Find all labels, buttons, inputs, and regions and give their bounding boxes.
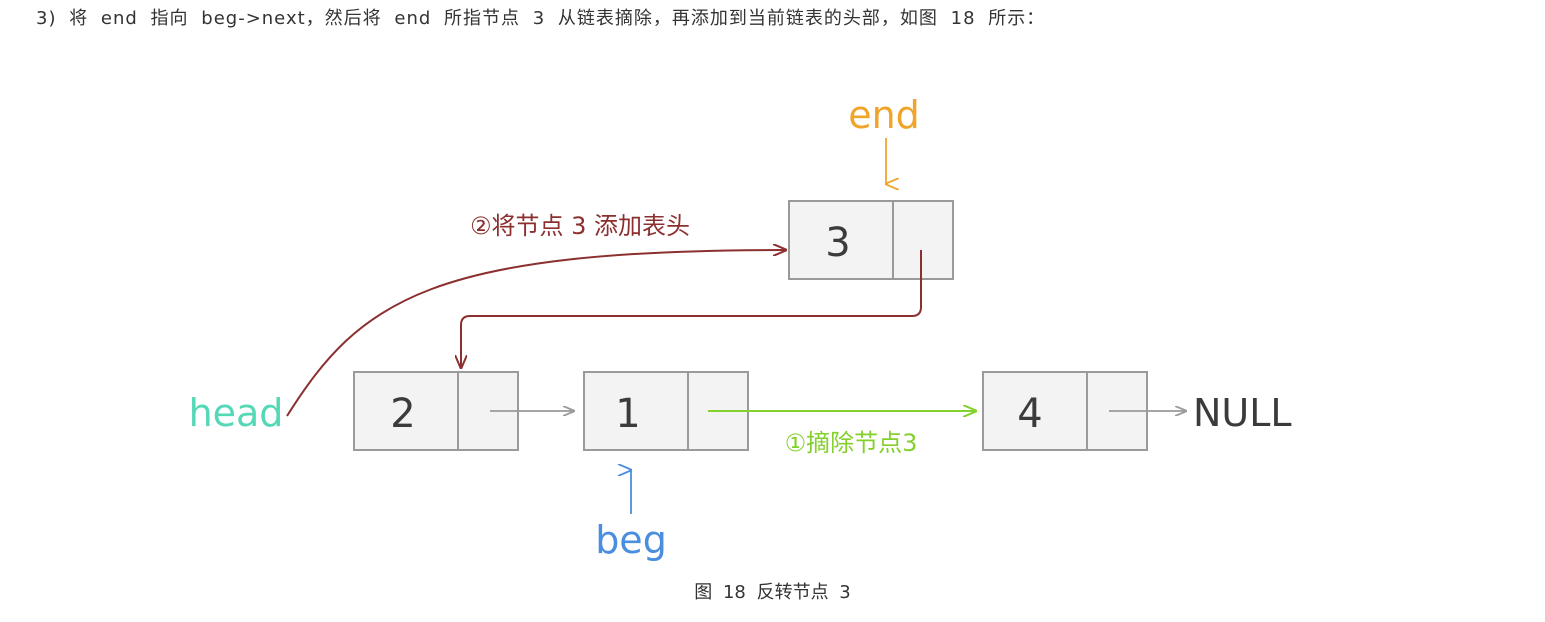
node-3-value: 3 [825,220,850,266]
head-label: head [189,391,284,435]
figure-caption: 图 18 反转节点 3 [694,582,851,603]
node3-next-to-node2-arrow [461,250,922,368]
null-label: NULL [1193,391,1292,435]
node-1-data-cell [583,371,689,451]
step1-annotation: ①摘除节点3 [785,429,918,457]
node-1-value: 1 [615,391,640,437]
end-label: end [848,93,920,137]
node-2-value: 2 [390,391,415,437]
node-2: 2 [353,371,519,451]
beg-label: beg [595,518,667,562]
step2-annotation: ②将节点 3 添加表头 [470,212,690,240]
node-3-next-cell [892,200,954,280]
add-to-head-arrow [286,250,786,417]
step-paragraph: 3) 将 end 指向 beg->next，然后将 end 所指节点 3 从链表… [36,8,1046,29]
node-1: 1 [583,371,749,451]
node-3: 3 [788,200,954,280]
node-4-value: 4 [1017,391,1042,437]
